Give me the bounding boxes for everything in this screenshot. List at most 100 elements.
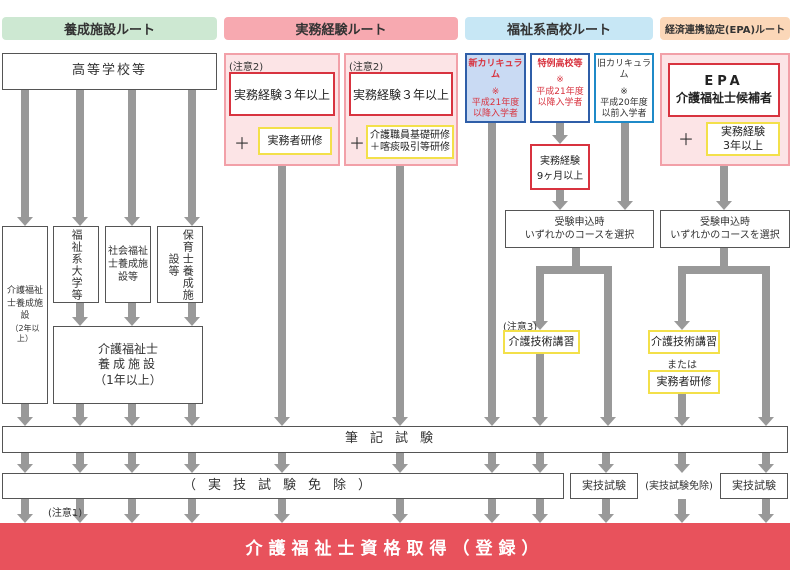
arrow-exam-to-exempt [484, 453, 500, 473]
written-exam-bar: 筆記試験 [2, 426, 788, 453]
epa-course-select-box: 受験申込時 いずれかのコースを選択 [660, 210, 790, 248]
plus-sign-2: ＋ [349, 134, 366, 153]
arrow-exam-to-exempt [274, 453, 290, 473]
header-training-route: 養成施設ルート [2, 17, 217, 40]
note3-label: (注意3) [503, 322, 538, 333]
arrow-epa-to-select [716, 166, 732, 210]
arrow-to-registration [674, 499, 690, 523]
arrow-highschool-down [17, 90, 33, 226]
arrow-to-registration [532, 499, 548, 523]
arrow-to-registration [17, 499, 33, 523]
arrow-skill-to-exam [532, 354, 548, 426]
old-curriculum-line1: 平成20年度 [600, 97, 648, 108]
epa-experience-line1: 実務経験 [721, 125, 765, 139]
arrow-highschool-down [124, 90, 140, 226]
arrow-experience1-down [274, 166, 290, 426]
arrow-exam-to-practical-epa [674, 453, 690, 473]
note2-label-2: (注意2) [349, 62, 384, 73]
flow-connector [682, 266, 770, 274]
experience-9months-box: 実務経験 9ヶ月以上 [530, 144, 590, 190]
new-curriculum-mark: ※ [491, 86, 500, 97]
experience-3yr-box-1: 実務経験３年以上 [229, 72, 335, 116]
special-highschool-mark: ※ [556, 75, 564, 86]
arrow-exam-to-practical [598, 453, 614, 473]
arrow-exam-to-exempt [124, 453, 140, 473]
arrow-select-direct-exam [600, 266, 616, 426]
highschool-box: 高等学校等 [2, 53, 217, 90]
arrow-to-training-1yr [124, 303, 140, 326]
highschool-select-line1: 受験申込時 [554, 217, 605, 228]
arrow-exam-to-practical-epa [758, 453, 774, 473]
training-facility-1yr-line3: （1年以上） [94, 372, 162, 387]
welfare-university-label: 福祉系大学等 [70, 228, 84, 301]
special-highschool-title: 特例高校等 [537, 59, 583, 69]
childcare-facility-box: 保育士養成施設等 [157, 226, 203, 303]
epa-candidate-line2: 介護福祉士候補者 [675, 91, 772, 105]
new-curriculum-line2: 以降入学者 [472, 109, 518, 119]
note1-label: (注意1) [48, 508, 83, 519]
arrow-special-to-experience [552, 123, 568, 144]
new-curriculum-box: 新カリキュラム ※ 平成21年度 以降入学者 [465, 53, 526, 123]
special-highschool-line1: 平成21年度 [536, 86, 584, 97]
epa-practical-exam-box: 実技試験 [720, 473, 788, 499]
new-curriculum-title: 新カリキュラム [468, 59, 523, 81]
arrow-to-registration [184, 499, 200, 523]
arrow-epa-select-direct-exam [758, 266, 774, 426]
flow-connector [720, 248, 728, 270]
arrow-experience-to-select [552, 190, 568, 210]
arrow-to-registration [124, 499, 140, 523]
practical-training-box-1: 実務者研修 [258, 127, 332, 155]
arrow-to-registration [392, 499, 408, 523]
epa-candidate-box: EPA 介護福祉士候補者 [668, 63, 780, 117]
arrow-highschool-down [184, 90, 200, 226]
arrow-to-written-exam [184, 404, 200, 426]
training-facility-1yr-box: 介護福祉士 養成施設 （1年以上） [53, 326, 203, 404]
arrow-to-registration [598, 499, 614, 523]
arrow-exam-to-exempt [392, 453, 408, 473]
epa-skill-course-box: 介護技術講習 [648, 330, 720, 354]
special-highschool-box: 特例高校等 ※ 平成21年度 以降入学者 [530, 53, 590, 123]
arrow-highschool-down [72, 90, 88, 226]
note2-label-1: (注意2) [229, 62, 264, 73]
arrow-exam-to-exempt [532, 453, 548, 473]
old-curriculum-box: 旧カリキュラム ※ 平成20年度 以前入学者 [594, 53, 654, 123]
arrow-to-written-exam [72, 404, 88, 426]
experience-3yr-box-2: 実務経験３年以上 [349, 72, 453, 116]
plus-sign-1: ＋ [234, 134, 251, 153]
special-highschool-line2: 以降入学者 [537, 97, 583, 108]
arrow-new-curriculum-down [484, 123, 500, 426]
epa-candidate-line1: EPA [704, 74, 744, 89]
arrow-to-written-exam [124, 404, 140, 426]
epa-select-line2: いずれかのコースを選択 [670, 230, 780, 241]
arrow-exam-to-exempt [72, 453, 88, 473]
epa-practical-training-box: 実務者研修 [648, 370, 720, 394]
highschool-skill-course-box: 介護技術講習 [503, 330, 580, 354]
flow-connector [540, 266, 612, 274]
arrow-to-registration [484, 499, 500, 523]
childcare-facility-label: 保育士養成施設等 [167, 228, 195, 301]
arrow-to-registration [274, 499, 290, 523]
arrow-to-training-1yr [184, 303, 200, 326]
arrow-to-training-1yr [72, 303, 88, 326]
header-epa-route: 経済連携協定(EPA)ルート [660, 17, 790, 40]
old-curriculum-title: 旧カリキュラム [596, 59, 651, 81]
practical-exempt-bar: （実技試験免除） [2, 473, 564, 499]
arrow-epa-training-to-exam [674, 394, 690, 426]
training-facility-1yr-line2: 養成施設 [97, 357, 158, 372]
highschool-select-line2: いずれかのコースを選択 [524, 230, 635, 241]
experience-9months-line1: 実務経験 [540, 156, 580, 167]
epa-practical-exempt-box: (実技試験免除) [642, 473, 716, 499]
arrow-exam-to-exempt [184, 453, 200, 473]
arrow-old-to-select [617, 123, 633, 210]
social-worker-facility-box: 社会福祉士養成施設等 [105, 226, 151, 303]
basic-training-line1: 介護職員基礎研修 [370, 129, 450, 141]
epa-experience-box: 実務経験 3年以上 [706, 122, 780, 156]
epa-select-line1: 受験申込時 [700, 217, 750, 228]
basic-training-box: 介護職員基礎研修 ＋喀痰吸引等研修 [366, 125, 454, 159]
training-facility-2yr-box: 介護福祉士養成施設 （2年以上） [2, 226, 48, 404]
epa-plus-sign: ＋ [678, 130, 695, 149]
training-facility-1yr-line1: 介護福祉士 [97, 341, 158, 356]
arrow-to-registration [758, 499, 774, 523]
arrow-exam-to-exempt [17, 453, 33, 473]
